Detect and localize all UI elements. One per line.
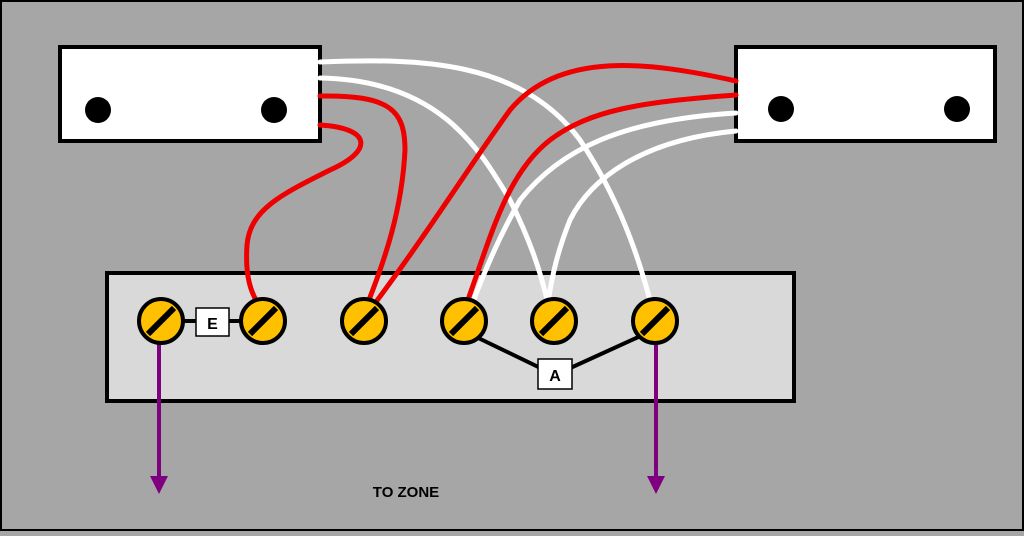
zone-arrows bbox=[150, 330, 665, 494]
red-wire bbox=[244, 122, 364, 313]
screw-terminal-icon bbox=[530, 297, 578, 345]
mounting-hole-icon bbox=[768, 96, 794, 122]
screw-terminal-icon bbox=[340, 297, 388, 345]
white-wire bbox=[470, 110, 739, 305]
red-wire bbox=[462, 92, 739, 311]
mounting-hole-icon bbox=[85, 97, 111, 123]
right-sensor bbox=[734, 45, 997, 143]
white-wire bbox=[317, 75, 551, 306]
arrow-down-icon bbox=[647, 476, 665, 494]
left-sensor bbox=[58, 45, 322, 143]
red-wire bbox=[367, 63, 739, 313]
left-sensor-body bbox=[58, 45, 322, 143]
a-resistor-box bbox=[537, 358, 573, 390]
mounting-hole-icon bbox=[944, 96, 970, 122]
mounting-hole-icon bbox=[261, 97, 287, 123]
a-label: A bbox=[549, 368, 561, 385]
screw-terminal-icon bbox=[239, 297, 287, 345]
terminal-screws bbox=[137, 297, 679, 345]
e-label: E bbox=[207, 316, 218, 333]
screw-terminal-icon bbox=[137, 297, 185, 345]
screw-terminal-icon bbox=[440, 297, 488, 345]
right-sensor-body bbox=[734, 45, 997, 143]
red-wires bbox=[244, 63, 739, 313]
screw-terminal-icon bbox=[631, 297, 679, 345]
white-wire bbox=[545, 128, 739, 306]
e-resistor-box bbox=[195, 307, 230, 337]
to-zone-label: TO ZONE bbox=[373, 484, 439, 501]
red-wire bbox=[317, 93, 408, 313]
arrow-down-icon bbox=[150, 476, 168, 494]
resistor-links: E A bbox=[175, 307, 646, 390]
